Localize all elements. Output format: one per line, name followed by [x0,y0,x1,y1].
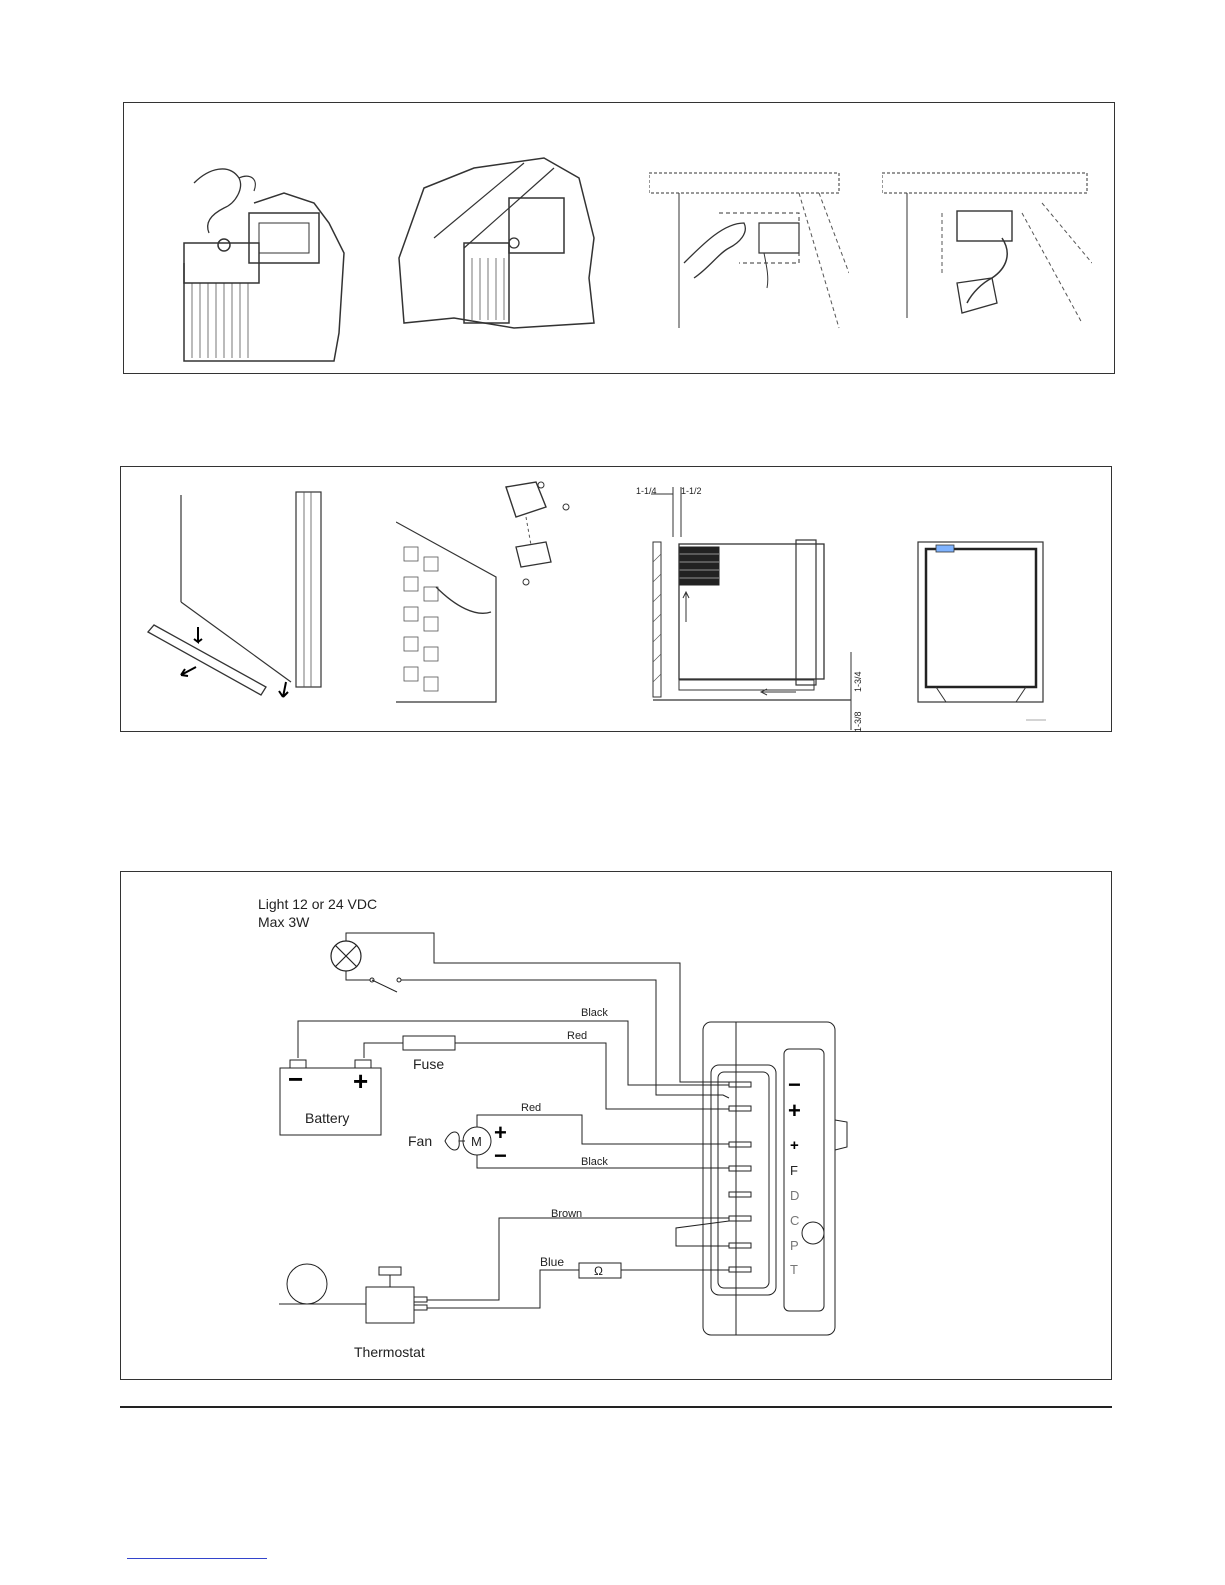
battery-minus-terminal: − [288,1064,303,1094]
footer-rule [120,1406,1112,1408]
terminal-label-f: F [790,1163,798,1178]
wire-label-black-fan: Black [581,1156,608,1168]
wire-label-blue: Blue [540,1255,564,1269]
dim-top-b: 1-1/2 [681,486,702,496]
fan-plus-terminal: + [494,1120,507,1145]
electronic-unit-icon [703,1022,847,1335]
fan-minus-terminal: − [494,1143,507,1168]
wire-label-black-battery: Black [581,1007,608,1019]
installation-clearance-diagram: 1-1/4 1-1/2 1-3/4 1-3/8 [631,482,876,732]
installation-steps-panel-2: 1-1/4 1-1/2 1-3/4 1-3/8 [120,466,1112,732]
cabinet-wiring-illustration [882,153,1092,333]
door-panel-trim-illustration [136,487,336,712]
fuse-label: Fuse [413,1056,444,1072]
light-spec-line-2: Max 3W [258,914,310,930]
terminal-label-c: C [790,1213,799,1228]
fan-label: Fan [408,1133,432,1149]
terminal-label-d: D [790,1188,799,1203]
dim-side-a: 1-3/4 [853,671,863,692]
thermostat-label: Thermostat [354,1344,425,1360]
fuse-icon [403,1036,455,1050]
wiring-diagram-panel: Light 12 or 24 VDC Max 3W Black Red Fuse [120,871,1112,1380]
wire-label-brown: Brown [551,1208,582,1220]
battery-label: Battery [305,1110,349,1126]
footer-link-underline [127,1558,267,1559]
light-spec-line-1: Light 12 or 24 VDC [258,896,377,912]
hinge-exploded-view-illustration [396,477,596,707]
motor-symbol: M [471,1134,482,1149]
resistor-symbol: Ω [594,1264,603,1278]
lamp-icon [331,941,361,971]
wiring-diagram: Light 12 or 24 VDC Max 3W Black Red Fuse [121,872,1111,1379]
dim-side-b: 1-3/8 [853,711,863,732]
terminal-label-minus: − [788,1072,801,1097]
wire-label-red-battery: Red [567,1030,587,1042]
installation-steps-panel-1 [123,102,1115,374]
thermostat-sensor-bulb-icon [279,1264,366,1304]
fan-icon [445,1132,465,1150]
terminal-label-t: T [790,1262,798,1277]
terminal-label-p: P [790,1238,799,1253]
door-hinge-mounted-illustration [394,148,609,338]
terminal-label-plus: + [788,1098,801,1123]
door-hinge-removal-illustration [154,133,369,363]
refrigerator-front-view-illustration [911,537,1051,732]
wire-label-red-fan: Red [521,1102,541,1114]
dim-top-a: 1-1/4 [636,486,657,496]
terminal-label-plus-small: + [790,1137,799,1154]
battery-plus-terminal: + [353,1066,368,1096]
thermostat-icon [366,1267,427,1323]
terminal-tabs [729,1082,751,1272]
light-switch-icon [370,978,401,992]
cabinet-mount-hand-illustration [649,153,849,333]
